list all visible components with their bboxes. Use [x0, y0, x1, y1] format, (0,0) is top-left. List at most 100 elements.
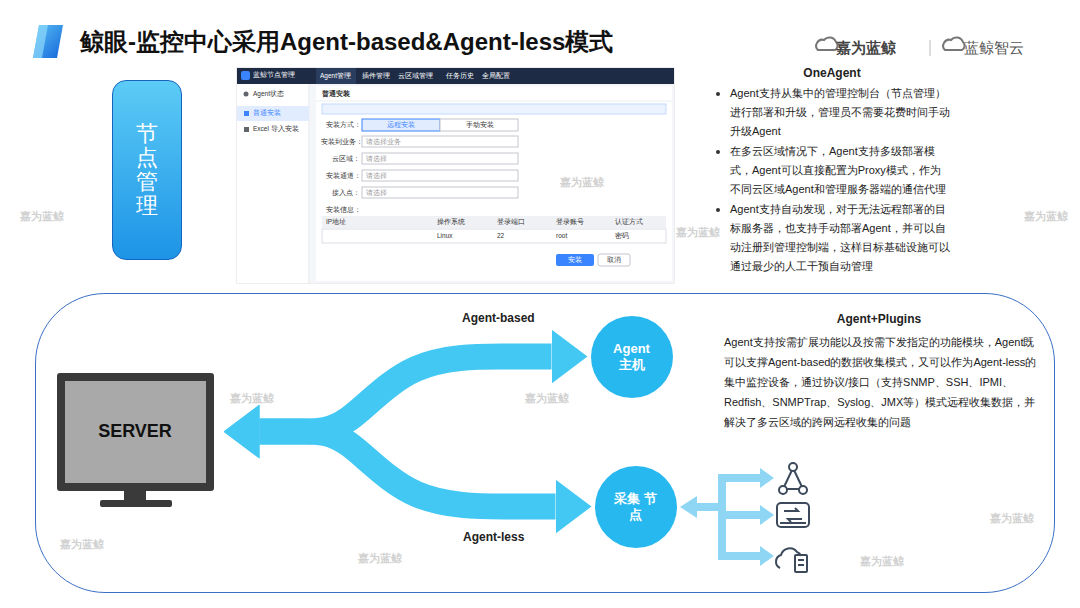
bullet-text: Agent支持从集中的管理控制台（节点管理）进行部署和升级，管理员不需要花费时间…: [730, 84, 950, 141]
button-label: 取消: [607, 256, 621, 264]
edge-label: Agent-based: [462, 311, 535, 325]
bullet-dot: [716, 150, 720, 154]
art-shape: [316, 68, 356, 84]
art-shape: [241, 71, 250, 80]
placeholder: 请选择业务: [366, 138, 401, 146]
nav-item: 云区域管理: [398, 72, 433, 80]
nav-item: Agent管理: [320, 72, 351, 80]
art-shape: [598, 254, 630, 266]
art-shape: [322, 104, 666, 114]
bullet-row: Agent支持从集中的管理控制台（节点管理）进行部署和升级，管理员不需要花费时间…: [714, 84, 950, 141]
nav-item: 任务历史: [446, 72, 474, 80]
art-shape: [760, 505, 774, 525]
art-shape: [799, 486, 807, 494]
double-arrow: [260, 432, 556, 507]
placeholder: 请选择: [366, 189, 387, 197]
collector-fanout: [680, 468, 774, 566]
art-shape: [816, 37, 837, 50]
nav-item: 插件管理: [362, 72, 390, 80]
art-shape: [440, 119, 518, 131]
placeholder: 请选择: [366, 172, 387, 180]
art-shape: [237, 68, 674, 283]
screenshot: [237, 68, 674, 283]
art-shape: [237, 68, 674, 84]
watermark: 嘉为蓝鲸: [560, 176, 604, 189]
watermark: 嘉为蓝鲸: [60, 538, 104, 551]
art-shape: [244, 111, 249, 116]
app-name: 蓝鲸节点管理: [253, 71, 295, 79]
table-cell: root: [556, 232, 567, 240]
art-shape: [784, 508, 802, 522]
panel-title: 普通安装: [322, 90, 350, 98]
art-shape: [680, 496, 697, 518]
art-shape: [316, 101, 672, 102]
art-shape: [760, 546, 774, 566]
bullet-text: 在多云区域情况下，Agent支持多级部署模式，Agent可以直接配置为Proxy…: [730, 142, 950, 199]
art-shape: [722, 474, 762, 482]
bullet-dot: [716, 92, 720, 96]
node-label: Agent 主机: [609, 341, 655, 372]
art-shape: [362, 187, 518, 198]
art-shape: [760, 468, 774, 488]
art-shape: [780, 522, 806, 524]
menu-item: 普通安装: [253, 109, 281, 117]
tab-button: 手动安装: [466, 121, 494, 129]
art-shape: [237, 84, 309, 283]
watermark: 嘉为蓝鲸: [990, 512, 1034, 525]
module-box: 节点管理: [112, 80, 182, 260]
art-shape: [362, 153, 518, 164]
form-label: 安装通道：: [326, 172, 361, 180]
art-shape: [777, 503, 809, 527]
node-label: 采集 节点: [613, 491, 659, 522]
device-icons: [776, 463, 809, 572]
art-shape: [776, 548, 801, 568]
monitor-stand: [100, 491, 172, 507]
feature-list: OneAgentAgent支持从集中的管理控制台（节点管理）进行部署和升级，管理…: [714, 66, 950, 277]
watermark: 嘉为蓝鲸: [676, 226, 720, 239]
art-shape: [556, 254, 594, 266]
watermark: 嘉为蓝鲸: [860, 555, 904, 568]
bullet-row: Agent支持自动发现，对于无法远程部署的目标服务器，也支持手动部署Agent，…: [714, 200, 950, 276]
table-header: 认证方式: [615, 218, 643, 226]
collector-circle: 采集 节点: [595, 466, 677, 548]
tab-button: 远程安装: [387, 121, 415, 129]
bullet-row: 在多云区域情况下，Agent支持多级部署模式，Agent可以直接配置为Proxy…: [714, 142, 950, 199]
watermark: 嘉为蓝鲸: [230, 392, 274, 405]
table-header: 登录账号: [556, 218, 584, 226]
art-shape: [124, 491, 146, 500]
form-label: 云区域：: [332, 155, 360, 163]
art-shape: [244, 92, 249, 97]
art-shape: [244, 127, 249, 132]
art-shape: [362, 136, 518, 147]
brand-name: 嘉为蓝鲸: [836, 39, 896, 57]
panel-heading: Agent+Plugins: [724, 312, 1034, 326]
form-label: 安装到业务：: [321, 138, 363, 146]
form-label: 安装方式：: [326, 121, 361, 129]
form-label: 接入点：: [332, 189, 360, 197]
watermark: 嘉为蓝鲸: [525, 392, 569, 405]
table-header: IP地址: [326, 218, 346, 226]
art-shape: [795, 555, 807, 572]
art-shape: [362, 119, 440, 131]
table-cell: Linux: [437, 232, 453, 240]
watermark: 嘉为蓝鲸: [20, 210, 64, 223]
table-header: 登录端口: [497, 218, 525, 226]
bullet-dot: [716, 208, 720, 212]
art-shape: [722, 511, 762, 519]
agent-circle: Agent 主机: [591, 316, 673, 398]
button-label: 安装: [568, 256, 582, 264]
node-label: 节点管理: [136, 122, 158, 219]
menu-item: Agent状态: [253, 90, 284, 98]
title-icon-shade: [33, 25, 48, 58]
art-shape: [798, 559, 804, 561]
art-shape: [322, 216, 666, 228]
art-shape: [789, 463, 797, 471]
table-header: 操作系统: [437, 218, 465, 226]
art-shape: [722, 552, 762, 560]
art-shape: [310, 84, 674, 283]
table-cell: 密码: [615, 232, 629, 240]
server-monitor: SERVER: [57, 373, 214, 491]
region-box: Agent+PluginsAgent支持按需扩展功能以及按需下发指定的功能模块，…: [35, 293, 1055, 593]
bullet-text: Agent支持自动发现，对于无法远程部署的目标服务器，也支持手动部署Agent，…: [730, 200, 950, 276]
